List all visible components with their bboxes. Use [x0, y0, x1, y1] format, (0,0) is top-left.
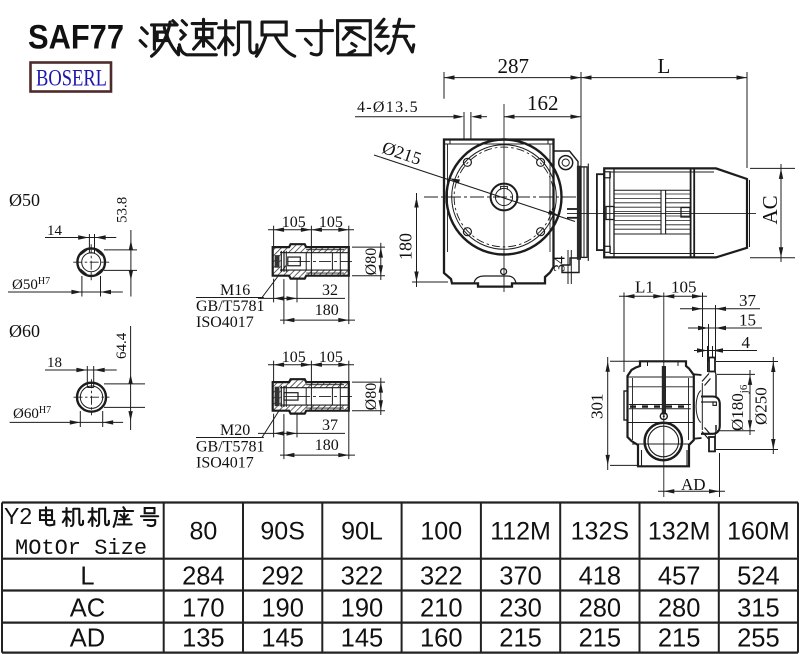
svg-text:37: 37: [322, 417, 338, 434]
svg-text:14: 14: [47, 223, 63, 239]
svg-text:L: L: [80, 562, 94, 590]
svg-text:215: 215: [499, 625, 542, 653]
svg-text:34: 34: [552, 256, 569, 272]
svg-text:105: 105: [671, 278, 697, 297]
svg-text:145: 145: [261, 625, 304, 653]
svg-text:MOtOr Size: MOtOr Size: [15, 536, 147, 561]
svg-text:L1: L1: [635, 278, 654, 297]
svg-text:105: 105: [319, 349, 343, 366]
svg-text:AD: AD: [681, 475, 706, 494]
svg-text:L: L: [658, 54, 671, 78]
svg-text:ISO4017: ISO4017: [196, 455, 254, 472]
svg-text:160: 160: [420, 625, 463, 653]
svg-text:180: 180: [315, 437, 339, 454]
svg-text:145: 145: [341, 625, 384, 653]
svg-text:210: 210: [420, 594, 463, 622]
svg-text:322: 322: [420, 562, 463, 590]
svg-text:64.4: 64.4: [114, 332, 130, 359]
svg-text:301: 301: [588, 394, 607, 420]
svg-text:37: 37: [739, 291, 757, 310]
svg-text:190: 190: [261, 594, 304, 622]
svg-text:18: 18: [47, 355, 62, 371]
svg-text:BOSERL: BOSERL: [36, 66, 107, 91]
svg-text:280: 280: [579, 594, 622, 622]
svg-text:132S: 132S: [571, 518, 629, 546]
svg-text:Ø50: Ø50: [9, 190, 40, 210]
svg-text:M16: M16: [220, 282, 250, 299]
svg-text:Ø180j6: Ø180j6: [728, 384, 750, 431]
svg-text:105: 105: [319, 214, 343, 231]
svg-text:215: 215: [579, 625, 622, 653]
svg-text:284: 284: [182, 562, 225, 590]
svg-text:255: 255: [737, 625, 780, 653]
svg-text:GB/T5781: GB/T5781: [196, 298, 264, 315]
svg-text:AC: AC: [758, 195, 782, 224]
svg-text:M20: M20: [220, 422, 250, 439]
svg-text:315: 315: [737, 594, 780, 622]
svg-text:ISO4017: ISO4017: [196, 314, 254, 331]
svg-text:Y2: Y2: [4, 503, 32, 529]
svg-text:105: 105: [282, 349, 306, 366]
svg-text:4: 4: [742, 333, 751, 352]
svg-text:160M: 160M: [727, 518, 790, 546]
svg-text:180: 180: [315, 302, 339, 319]
svg-text:215: 215: [658, 625, 701, 653]
svg-text:15: 15: [739, 311, 756, 330]
svg-text:457: 457: [658, 562, 701, 590]
svg-text:132M: 132M: [648, 518, 711, 546]
svg-text:32: 32: [322, 282, 338, 299]
svg-text:90S: 90S: [260, 518, 304, 546]
svg-text:230: 230: [499, 594, 542, 622]
svg-text:180: 180: [396, 233, 416, 260]
svg-text:190: 190: [341, 594, 384, 622]
svg-text:Ø80: Ø80: [363, 383, 380, 411]
svg-text:Ø60: Ø60: [9, 321, 40, 341]
svg-text:AD: AD: [70, 625, 105, 653]
svg-text:135: 135: [182, 625, 225, 653]
svg-text:4-Ø13.5: 4-Ø13.5: [357, 99, 419, 116]
svg-text:170: 170: [182, 594, 225, 622]
svg-text:Ø80: Ø80: [363, 248, 380, 276]
svg-text:53.8: 53.8: [115, 197, 131, 223]
svg-text:SAF77: SAF77: [28, 19, 124, 57]
svg-text:105: 105: [282, 214, 306, 231]
svg-text:100: 100: [420, 518, 462, 546]
svg-text:80: 80: [189, 518, 217, 546]
svg-text:90L: 90L: [341, 518, 383, 546]
svg-text:AC: AC: [70, 594, 105, 622]
svg-text:418: 418: [579, 562, 622, 590]
svg-text:370: 370: [499, 562, 542, 590]
svg-text:112M: 112M: [490, 518, 551, 546]
svg-text:280: 280: [658, 594, 701, 622]
svg-text:Ø250: Ø250: [752, 387, 771, 425]
svg-text:322: 322: [341, 562, 384, 590]
svg-text:524: 524: [737, 562, 780, 590]
svg-text:162: 162: [527, 91, 559, 115]
svg-text:GB/T5781: GB/T5781: [196, 439, 264, 456]
svg-text:287: 287: [498, 54, 530, 78]
svg-text:292: 292: [261, 562, 304, 590]
